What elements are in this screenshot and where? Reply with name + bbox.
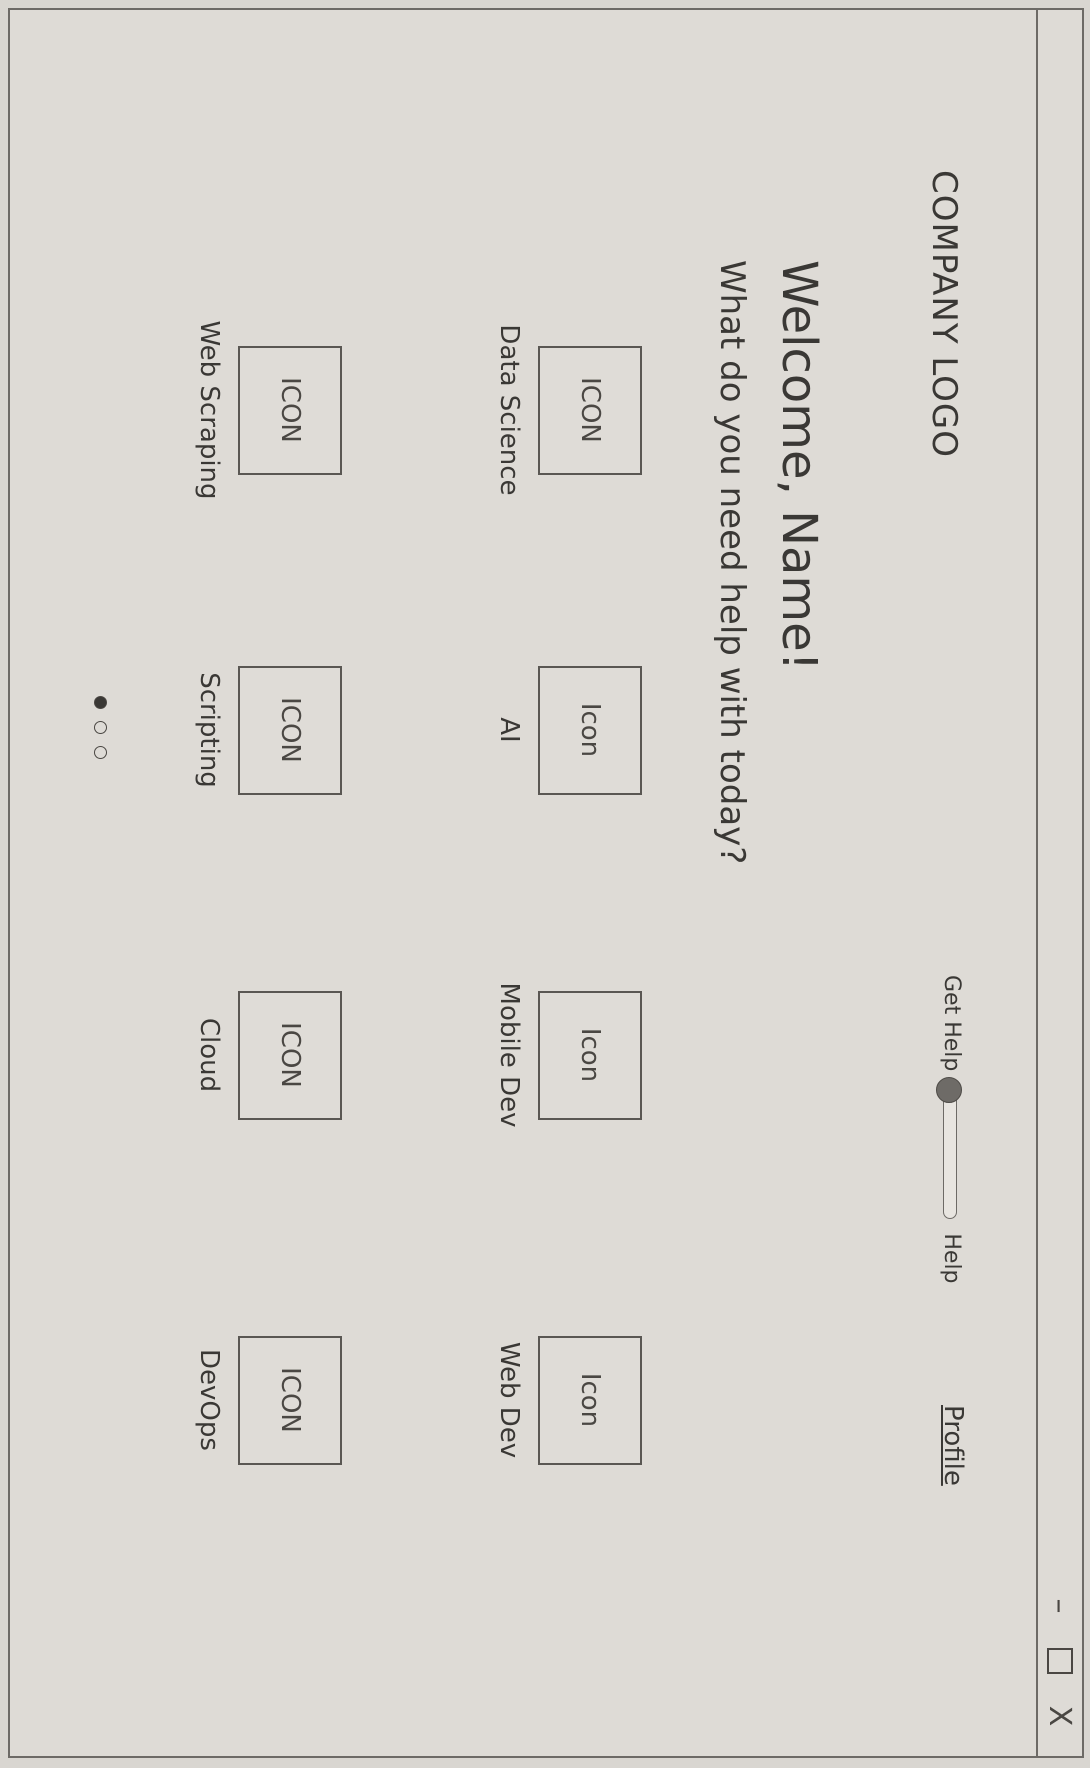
title-bar-drag-area[interactable] [1038,10,1082,1566]
tile-label: Scripting [194,672,224,788]
app-window: – X COMPANY LOGO Get Help Help Profile W… [8,8,1084,1758]
help-toggle-knob[interactable] [936,1077,963,1104]
mobile-dev-icon: Icon [538,990,642,1120]
profile-link[interactable]: Profile [938,1405,968,1486]
page-dot-3[interactable] [94,746,107,759]
category-tile-devops[interactable]: ICON DevOps [194,1300,342,1500]
minimize-button[interactable]: – [1042,1586,1078,1626]
page-dot-2[interactable] [94,721,107,734]
category-tile-scripting[interactable]: ICON Scripting [194,630,342,830]
maximize-icon [1047,1648,1073,1674]
page-dot-1[interactable] [94,696,107,709]
category-tile-web-scraping[interactable]: ICON Web Scraping [194,310,342,510]
devops-icon: ICON [238,1335,342,1465]
help-label: Help [939,1233,964,1284]
data-science-icon: ICON [538,345,642,475]
tile-label: Cloud [194,1017,224,1093]
category-tile-ai[interactable]: Icon AI [494,630,642,830]
maximize-button[interactable] [1044,1641,1076,1681]
category-tile-data-science[interactable]: ICON Data Science [494,310,642,510]
category-tile-mobile-dev[interactable]: Icon Mobile Dev [494,955,642,1155]
welcome-heading: Welcome, Name! [771,260,827,671]
title-bar: – X [1036,10,1082,1756]
category-tile-cloud[interactable]: ICON Cloud [194,955,342,1155]
tile-label: Web Scraping [194,320,224,500]
scripting-icon: ICON [238,665,342,795]
pagination-dots [94,696,107,759]
minimize-icon: – [1042,1598,1078,1614]
tile-label: Mobile Dev [494,982,524,1128]
cloud-icon: ICON [238,990,342,1120]
web-dev-icon: Icon [538,1335,642,1465]
close-button[interactable]: X [1042,1696,1078,1736]
get-help-toggle-group: Get Help Help [936,975,964,1284]
web-scraping-icon: ICON [238,345,342,475]
category-tile-web-dev[interactable]: Icon Web Dev [494,1300,642,1500]
tile-label: Data Science [494,324,524,496]
get-help-label: Get Help [939,975,964,1072]
tile-label: Web Dev [494,1341,524,1459]
help-toggle[interactable] [936,1077,963,1227]
ai-icon: Icon [538,665,642,795]
close-icon: X [1042,1705,1078,1727]
tile-label: AI [494,717,524,743]
company-logo: COMPANY LOGO [924,170,964,459]
tile-label: DevOps [194,1349,224,1451]
help-question: What do you need help with today? [712,260,752,865]
